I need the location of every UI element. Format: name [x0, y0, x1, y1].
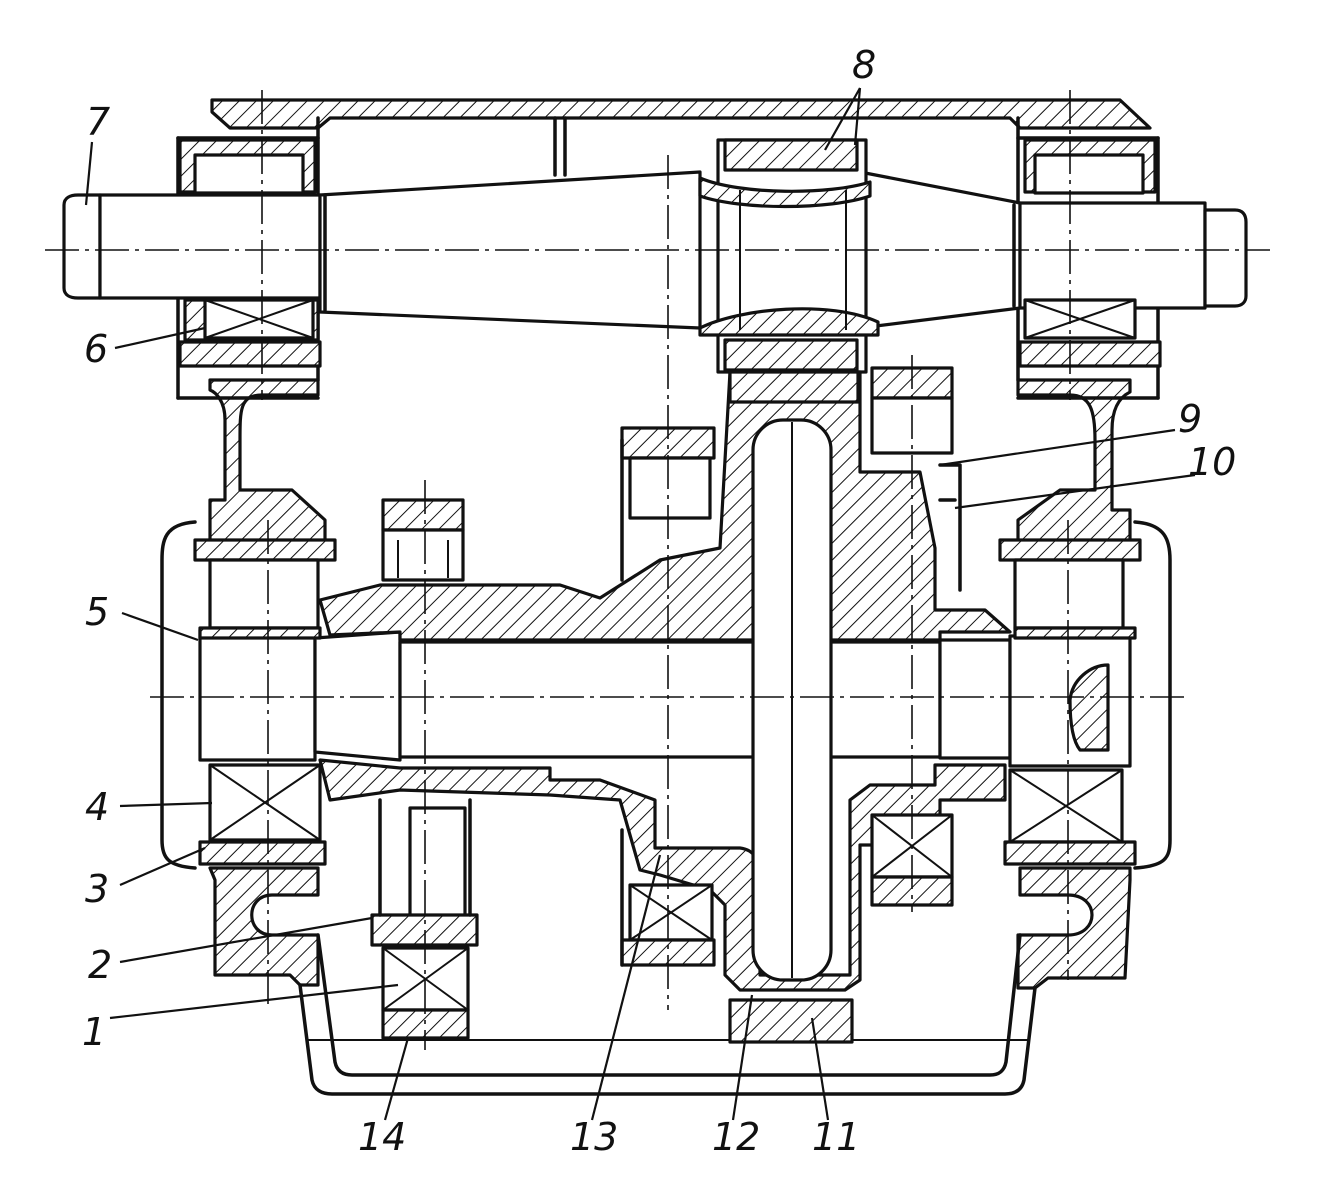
label-6: 6 — [84, 327, 108, 371]
middle-bearing-13 — [620, 426, 716, 967]
label-11: 11 — [812, 1115, 860, 1159]
top-pinion-gear — [698, 138, 880, 374]
output-shaft — [198, 628, 1132, 768]
label-12: 12 — [712, 1115, 760, 1159]
label-14: 14 — [358, 1115, 406, 1159]
center-lines — [45, 90, 1270, 1050]
label-8: 8 — [852, 43, 876, 87]
gear-hub — [318, 370, 1012, 1044]
label-1: 1 — [82, 1010, 106, 1054]
housing — [160, 98, 1172, 1096]
label-9: 9 — [1178, 397, 1202, 441]
label-4: 4 — [85, 785, 109, 829]
lower-right-bearing — [998, 538, 1142, 866]
label-10: 10 — [1188, 440, 1236, 484]
top-left-bearing — [178, 138, 322, 368]
label-5: 5 — [85, 590, 109, 634]
top-right-bearing — [1018, 138, 1162, 368]
label-3: 3 — [85, 867, 109, 911]
label-2: 2 — [88, 943, 112, 987]
callout-labels: 1 2 3 4 5 6 7 8 9 10 11 12 13 14 — [82, 43, 1236, 1159]
leader-lines — [84, 87, 1196, 1121]
label-13: 13 — [570, 1115, 618, 1159]
label-7: 7 — [86, 100, 110, 144]
